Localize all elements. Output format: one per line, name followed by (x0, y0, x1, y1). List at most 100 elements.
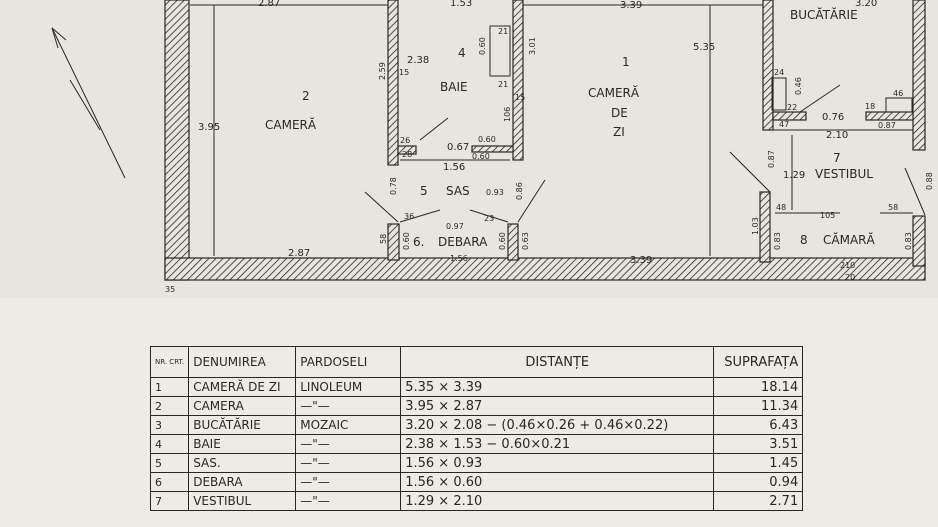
dim: 0.60 (478, 135, 496, 144)
counter-icon (885, 97, 913, 113)
dim: 23 (484, 214, 494, 223)
dim: 2.59 (378, 62, 387, 80)
dim: 210 (840, 261, 855, 270)
rooms-table: NR. CRT. DENUMIREA PARDOSELI DISTANȚE SU… (149, 346, 804, 511)
dim: 58 (379, 234, 388, 244)
dim: 3.01 (528, 37, 537, 55)
cell-name: BUCĂTĂRIE (188, 415, 297, 435)
room-4-name: BAIE (440, 80, 468, 94)
header-nr: NR. CRT. (149, 346, 190, 378)
cell-floor: —"— (295, 472, 402, 492)
room-5-nr: 5 (420, 184, 428, 198)
dim: 1.29 (783, 170, 805, 181)
cell-nr: 7 (149, 491, 190, 511)
north-arrow-icon (51, 27, 126, 179)
dim: 35 (165, 285, 175, 294)
room-2-nr: 2 (302, 89, 310, 103)
cell-nr: 6 (149, 472, 190, 492)
dim: 1.56 (450, 254, 468, 263)
room-3-name: BUCĂTĂRIE (790, 7, 858, 22)
dim: 0.78 (389, 177, 398, 195)
dim: 28 (402, 150, 412, 159)
dim: 3.95 (198, 122, 220, 133)
dim: 0.83 (904, 232, 913, 250)
cell-nr: 5 (149, 453, 190, 473)
room-labels: 2 CAMERĂ 4 BAIE 1 CAMERĂ DE ZI BUCĂTĂRIE… (265, 7, 875, 249)
dim: 0.93 (486, 188, 504, 197)
table-header: NR. CRT. DENUMIREA PARDOSELI DISTANȚE SU… (149, 346, 804, 378)
dim: 47 (779, 120, 789, 129)
cell-dist: 2.38 × 1.53 − 0.60×0.21 (400, 434, 715, 454)
room-7-name: VESTIBUL (815, 167, 873, 181)
sink-icon (771, 77, 787, 111)
dim: 3.39 (630, 255, 652, 266)
room-7-nr: 7 (833, 151, 841, 165)
dim: 2.10 (826, 130, 848, 141)
dim: 0.60 (472, 152, 490, 161)
dim: 105 (820, 211, 835, 220)
room-5-name: SAS (446, 184, 470, 198)
room-8-name: CĂMARĂ (823, 232, 875, 247)
dim: 18 (865, 102, 875, 111)
dim: 0.83 (773, 232, 782, 250)
cell-dist: 1.29 × 2.10 (400, 491, 715, 511)
cell-area: 6.43 (713, 415, 804, 435)
header-dist: DISTANȚE (400, 346, 715, 378)
cell-area: 1.45 (713, 453, 804, 473)
dim: 2.38 (407, 55, 429, 66)
dim: 0.60 (498, 232, 507, 250)
stove-icon (489, 25, 511, 77)
dim: 0.60 (478, 37, 487, 55)
dim: 1.53 (450, 0, 472, 9)
dim: 3.39 (620, 0, 642, 11)
cell-nr: 4 (149, 434, 190, 454)
dim: 21 (498, 27, 508, 36)
dim: 0.76 (822, 112, 844, 123)
cell-area: 11.34 (713, 396, 804, 416)
wall-bottom (164, 257, 926, 281)
dim: 106 (503, 107, 512, 122)
cell-name: VESTIBUL (188, 491, 297, 511)
dim: 5.35 (693, 42, 715, 53)
dim: 1.56 (443, 162, 465, 173)
room-1-name3: ZI (613, 125, 625, 139)
cell-floor: MOZAIC (295, 415, 402, 435)
cell-dist: 5.35 × 3.39 (400, 377, 715, 397)
cell-nr: 3 (149, 415, 190, 435)
dim: 0.86 (515, 182, 524, 200)
dim: 3.20 (855, 0, 877, 9)
dim: 21 (498, 80, 508, 89)
header-name: DENUMIREA (188, 346, 297, 378)
cell-name: BAIE (188, 434, 297, 454)
dim: 22 (787, 103, 797, 112)
dim: 2.87 (258, 0, 280, 9)
dim: 20 (845, 273, 855, 282)
dim: 1.03 (751, 217, 760, 235)
cell-area: 0.94 (713, 472, 804, 492)
cell-name: DEBARA (188, 472, 297, 492)
dim: 15 (399, 68, 409, 77)
dim: 0.87 (767, 150, 776, 168)
room-6-nr: 6. (413, 235, 424, 249)
cell-name: CAMERĂ DE ZI (188, 377, 297, 397)
cell-nr: 1 (149, 377, 190, 397)
dim: 0.60 (402, 232, 411, 250)
dim: 24 (774, 68, 784, 77)
cell-dist: 3.95 × 2.87 (400, 396, 715, 416)
cell-area: 3.51 (713, 434, 804, 454)
cell-nr: 2 (149, 396, 190, 416)
room-8-nr: 8 (800, 233, 808, 247)
dim: 58 (888, 203, 898, 212)
cell-floor: —"— (295, 396, 402, 416)
cell-floor: —"— (295, 491, 402, 511)
room-2-name: CAMERĂ (265, 117, 317, 132)
dim: 26 (400, 136, 410, 145)
dim: 0.88 (925, 172, 934, 190)
cell-name: CAMERA (188, 396, 297, 416)
